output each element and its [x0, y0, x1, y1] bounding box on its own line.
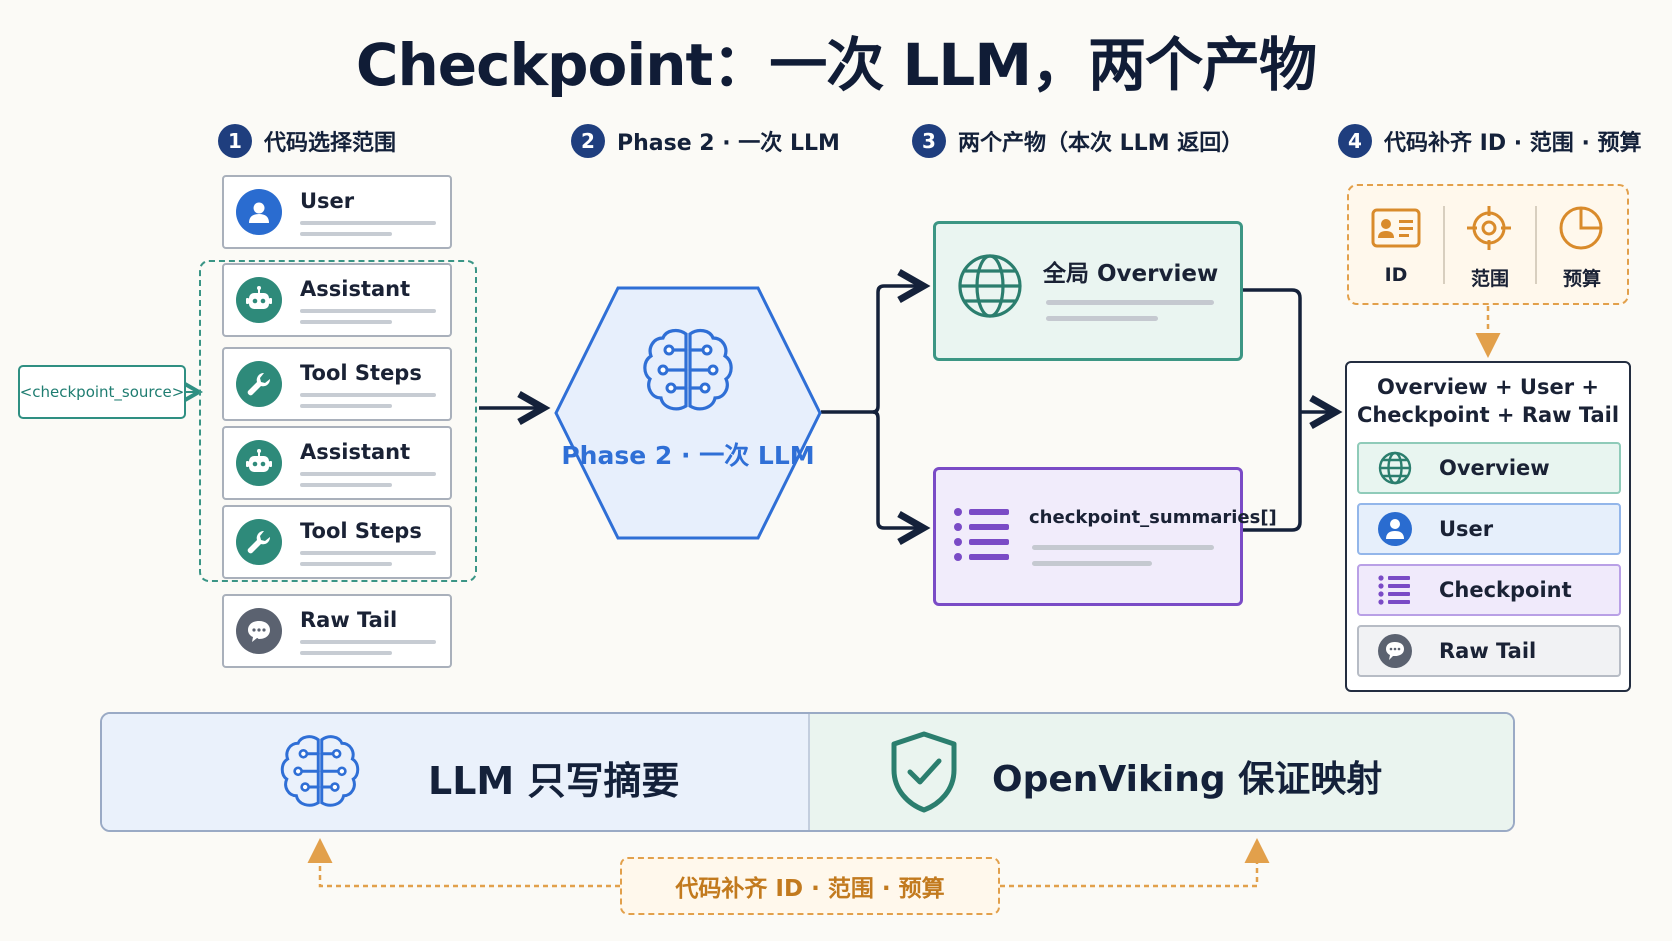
step-1-header: 1 代码选择范围 [218, 124, 396, 158]
principle-llm: LLM 只写摘要 [102, 714, 808, 830]
message-label: Assistant [300, 440, 411, 464]
fill-item-label: ID [1384, 264, 1408, 286]
principle-openviking: OpenViking 保证映射 [810, 714, 1513, 830]
page-title: Checkpoint：一次 LLM，两个产物 [355, 31, 1317, 99]
message-label: User [300, 189, 355, 213]
fill-item-budget: 预算 [1537, 186, 1627, 303]
final-row-overview: Overview [1357, 442, 1621, 494]
chat-icon [1377, 633, 1413, 669]
user-icon [1377, 511, 1413, 547]
phase-hexagon [554, 286, 822, 540]
globe-icon [1377, 450, 1413, 486]
fill-item-range: 范围 [1445, 186, 1535, 303]
selected-range-group [199, 260, 477, 582]
final-row-raw-tail: Raw Tail [1357, 625, 1621, 677]
globe-icon [956, 252, 1024, 324]
overview-output-label: 全局 Overview [1043, 261, 1219, 287]
step-2-badge: 2 [571, 124, 605, 158]
principle-llm-label: LLM 只写摘要 [428, 759, 680, 803]
step-4-header: 4 代码补齐 ID · 范围 · 预算 [1338, 124, 1641, 158]
message-card-user: User [222, 175, 452, 249]
robot-icon [236, 440, 282, 486]
step-3-header: 3 两个产物（本次 LLM 返回） [912, 124, 1243, 158]
message-label: Tool Steps [300, 519, 422, 543]
step-4-badge: 4 [1338, 124, 1372, 158]
shield-check-icon [891, 731, 957, 813]
step-1-badge: 1 [218, 124, 252, 158]
summaries-output-label: checkpoint_summaries[] [1029, 507, 1277, 528]
final-title: Overview + User + Checkpoint + Raw Tail [1347, 373, 1629, 429]
list-icon [952, 504, 1014, 570]
step-1-label: 代码选择范围 [264, 131, 397, 156]
message-card-assistant: Assistant [222, 426, 452, 500]
fill-item-label: 范围 [1470, 268, 1509, 290]
final-title-line-2: Checkpoint + Raw Tail [1356, 403, 1620, 427]
message-label: Assistant [300, 277, 411, 301]
step-3-badge: 3 [912, 124, 946, 158]
wrench-icon [236, 361, 282, 407]
overview-output-box: 全局 Overview [933, 221, 1243, 361]
final-row-label: User [1439, 517, 1494, 541]
final-row-label: Checkpoint [1439, 578, 1572, 602]
wrench-icon [236, 519, 282, 565]
message-card-raw-tail: Raw Tail [222, 594, 452, 668]
step-2-header: 2 Phase 2 · 一次 LLM [571, 124, 840, 158]
fill-item-id: ID [1349, 186, 1443, 303]
robot-icon [236, 277, 282, 323]
message-card-assistant: Assistant [222, 263, 452, 337]
code-fill-panel: ID 范围 预算 [1347, 184, 1629, 305]
chat-icon [236, 608, 282, 654]
final-row-user: User [1357, 503, 1621, 555]
checkpoint-source-tag: <checkpoint_source> [18, 365, 186, 419]
final-row-label: Raw Tail [1439, 639, 1537, 663]
code-fill-note: 代码补齐 ID · 范围 · 预算 [620, 857, 1000, 915]
message-label: Tool Steps [300, 361, 422, 385]
step-4-label: 代码补齐 ID · 范围 · 预算 [1384, 131, 1642, 156]
final-row-checkpoint: Checkpoint [1357, 564, 1621, 616]
fill-item-label: 预算 [1562, 268, 1601, 290]
principle-banner: LLM 只写摘要 OpenViking 保证映射 [100, 712, 1515, 832]
brain-icon [280, 735, 360, 807]
id-card-icon [1371, 208, 1421, 248]
pie-chart-icon [1559, 206, 1603, 250]
brain-icon [643, 328, 733, 411]
message-card-tool-steps: Tool Steps [222, 505, 452, 579]
message-card-tool-steps: Tool Steps [222, 347, 452, 421]
message-label: Raw Tail [300, 608, 398, 632]
principle-openviking-label: OpenViking 保证映射 [992, 759, 1383, 800]
step-3-label: 两个产物（本次 LLM 返回） [958, 131, 1244, 156]
final-row-label: Overview [1439, 456, 1550, 480]
final-title-line-1: Overview + User + [1377, 375, 1599, 399]
final-assembly-panel: Overview + User + Checkpoint + Raw Tail … [1345, 361, 1631, 692]
summaries-output-box: checkpoint_summaries[] [933, 467, 1277, 606]
list-icon [1377, 572, 1413, 608]
target-icon [1467, 206, 1511, 250]
step-2-label: Phase 2 · 一次 LLM [617, 131, 840, 156]
user-icon [236, 189, 282, 235]
phase-label: Phase 2 · 一次 LLM [561, 441, 815, 470]
